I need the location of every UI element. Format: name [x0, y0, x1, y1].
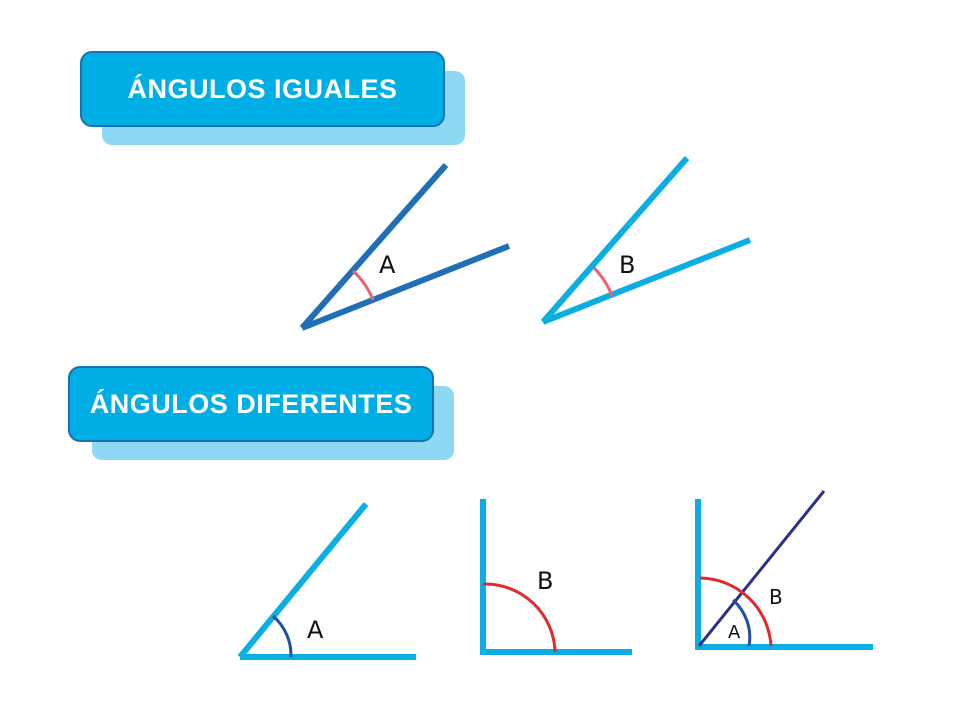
right-label: B [537, 567, 553, 595]
combined-diagonal [697, 490, 826, 647]
equal-angle-a: A [299, 163, 511, 331]
acute-ray [237, 502, 369, 659]
combined-arc-a [731, 598, 752, 647]
acute-label: A [307, 616, 324, 644]
equal-angles-title: ÁNGULOS IGUALES [80, 51, 445, 127]
angle-b-label: B [619, 251, 635, 279]
equal-angle-b: B [540, 156, 752, 325]
angle-b-lower-ray [541, 237, 752, 325]
angle-a-upper-ray [299, 163, 449, 330]
combined-angles: B A [695, 490, 873, 650]
combined-label-a: A [728, 622, 741, 643]
different-angles-title: ÁNGULOS DIFERENTES [68, 366, 434, 442]
angle-b-arc [592, 266, 614, 297]
combined-arc-b [699, 576, 773, 647]
right-arc [482, 582, 557, 653]
angle-a-label: A [379, 251, 396, 279]
combined-label-b: B [769, 585, 783, 609]
different-angle-a: A [237, 502, 416, 660]
acute-arc [271, 614, 293, 658]
different-angle-b: B [480, 499, 632, 655]
angle-a-lower-ray [300, 243, 511, 331]
angle-a-arc [351, 269, 375, 301]
angle-b-upper-ray [540, 156, 690, 324]
